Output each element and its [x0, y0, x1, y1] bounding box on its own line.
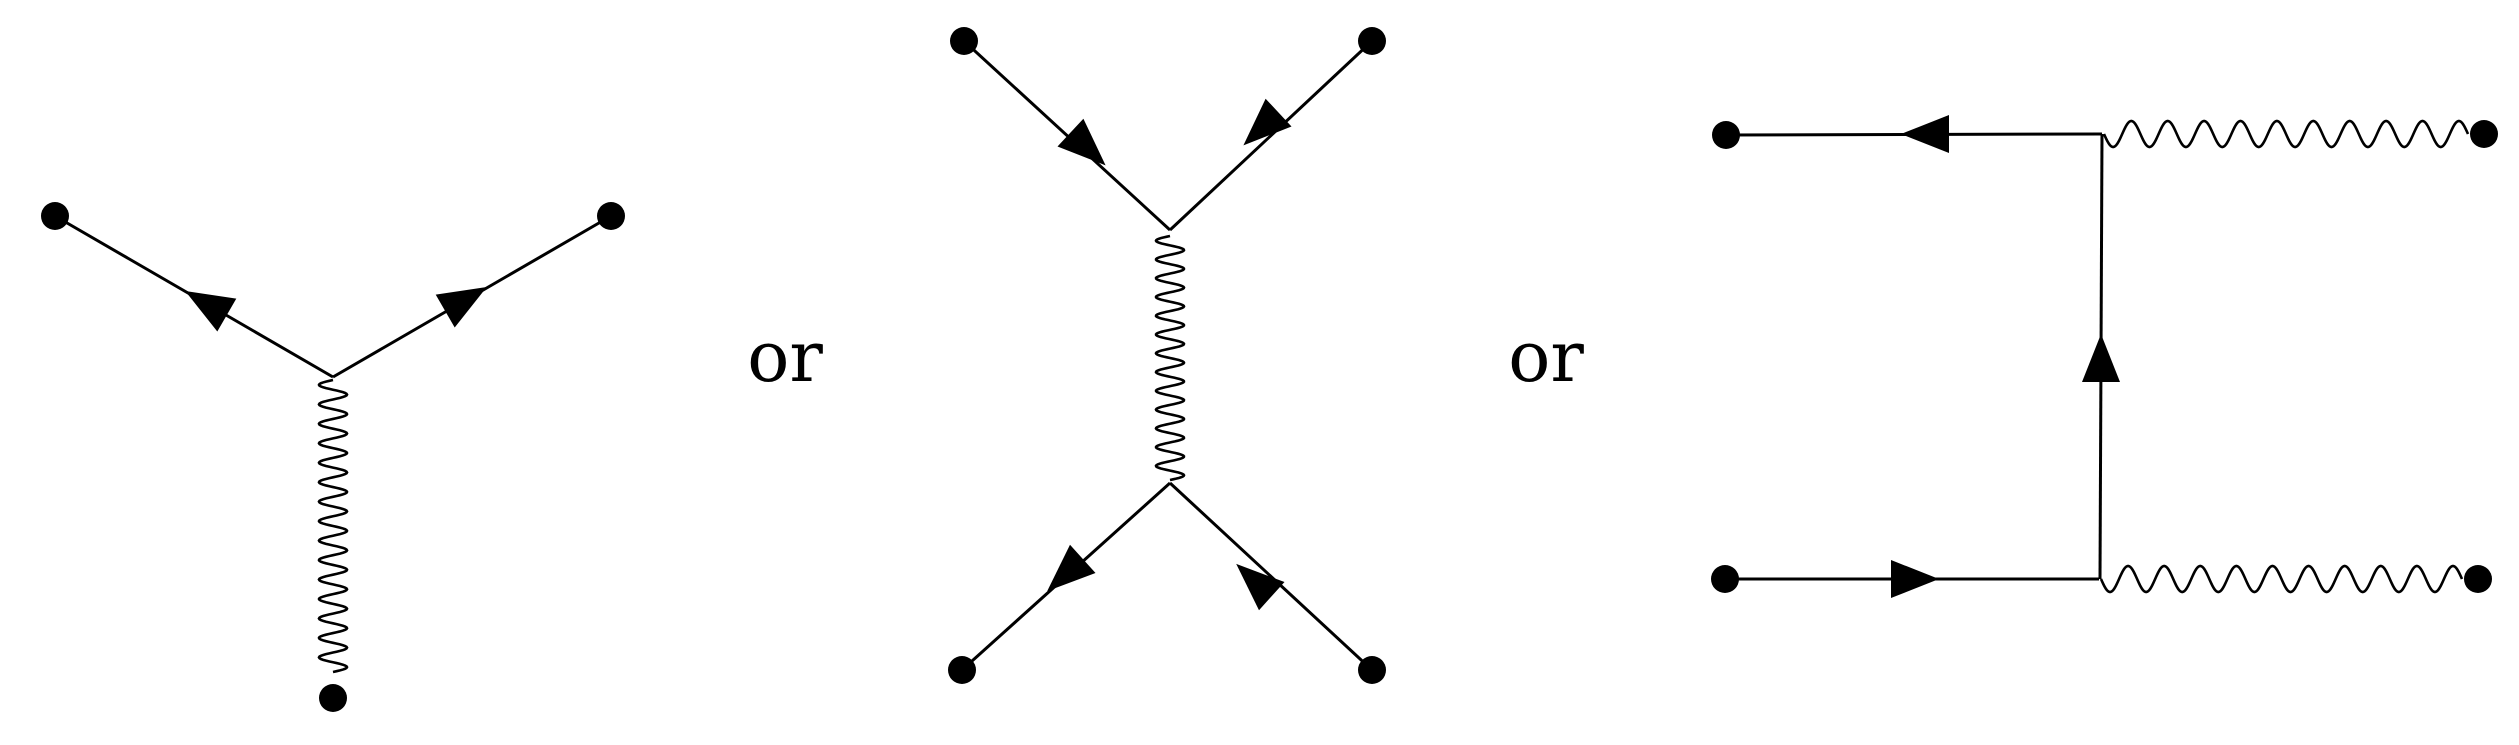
- endpoint-top-left: [41, 202, 69, 230]
- photon-line-vertical: [1154, 234, 1186, 482]
- endpoint-top-right: [2470, 120, 2498, 148]
- fermion-line-top-left: [962, 39, 1172, 232]
- photon-line-bottom: [2099, 564, 2464, 594]
- photon-line-vertical: [317, 378, 349, 674]
- endpoint-bottom: [319, 684, 347, 712]
- arrow-right: [435, 287, 487, 328]
- endpoint-bottom-left: [1711, 565, 1739, 593]
- endpoint-top-right: [597, 202, 625, 230]
- arrow-vertical: [2082, 334, 2120, 382]
- fermion-line-bottom-right: [1168, 481, 1374, 672]
- arrow-top-right: [1243, 98, 1292, 146]
- arrow-bottom: [1891, 560, 1939, 598]
- endpoint-top-left: [950, 27, 978, 55]
- separator-or-2: or: [1508, 316, 1584, 398]
- box-diagram: [1711, 115, 2498, 598]
- arrow-left: [185, 291, 237, 332]
- arrow-bottom-left: [1047, 544, 1096, 592]
- arrow-top-left: [1057, 118, 1106, 166]
- arrow-top: [1901, 115, 1949, 153]
- endpoint-top-right: [1358, 27, 1386, 55]
- photon-line-top: [2102, 119, 2470, 149]
- fermion-line-top-right: [1168, 39, 1374, 232]
- endpoint-bottom-left: [948, 656, 976, 684]
- endpoint-bottom-right: [2464, 565, 2492, 593]
- endpoint-top-left: [1712, 121, 1740, 149]
- endpoint-bottom-right: [1358, 656, 1386, 684]
- arrow-bottom-right: [1236, 563, 1285, 611]
- separator-or-1: or: [747, 316, 823, 398]
- exchange-diagram: [948, 27, 1386, 684]
- vertex-diagram: [41, 202, 625, 712]
